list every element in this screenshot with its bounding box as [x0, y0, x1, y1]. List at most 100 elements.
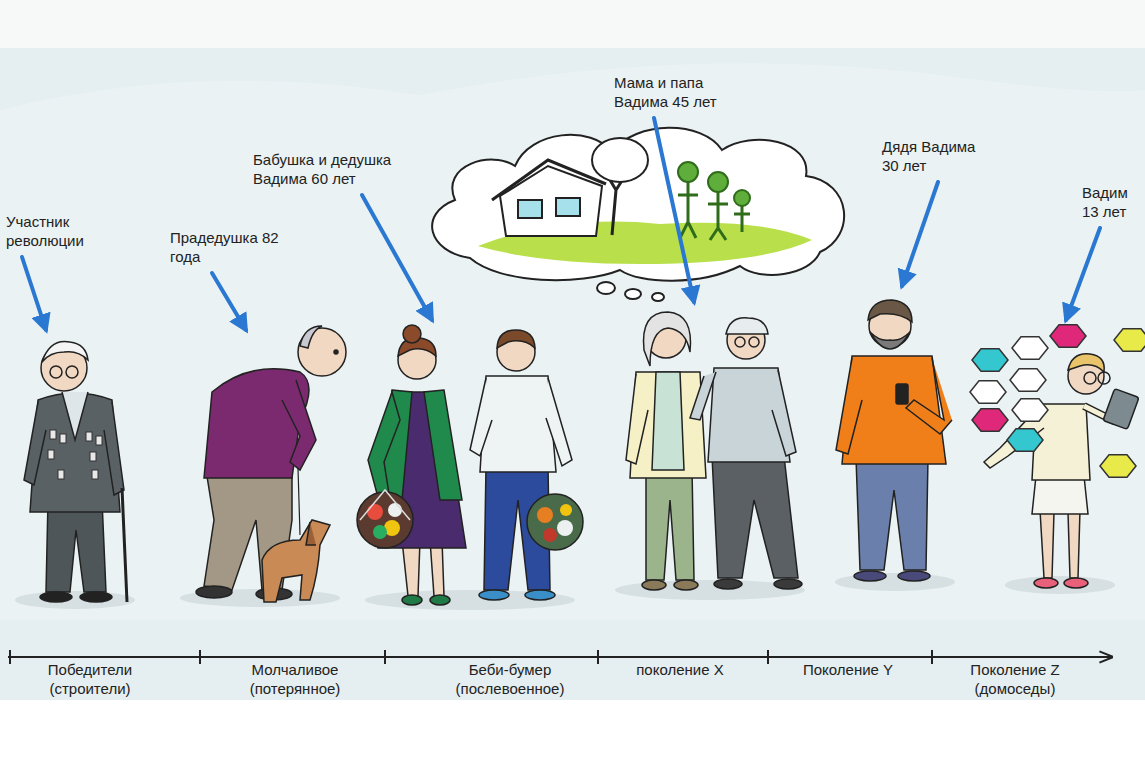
veteran-figure	[96, 436, 102, 445]
label-slot: Мама и папа Вадима 45 лет	[614, 73, 744, 111]
veteran-figure	[48, 450, 54, 459]
background	[0, 48, 1145, 700]
veteran-figure	[50, 430, 56, 439]
veteran-figure	[90, 452, 96, 461]
background	[0, 700, 1145, 763]
father-figure	[726, 318, 768, 334]
generation-name: Победители (строители)	[15, 660, 165, 698]
grandfather-figure	[497, 330, 535, 348]
callout-label: Бабушка и дедушка Вадима 60 лет	[253, 150, 438, 188]
boy-figure	[1084, 372, 1096, 384]
boy-figure	[1098, 372, 1110, 384]
hexagon	[1050, 325, 1086, 347]
uncle-figure	[896, 384, 908, 404]
grandmother-figure	[403, 325, 421, 343]
thought-cloud	[678, 182, 750, 240]
label-slot: Победители (строители)	[15, 660, 165, 698]
background	[0, 63, 1145, 620]
mother-figure	[626, 374, 648, 464]
great-grandfather-figure	[282, 380, 316, 470]
thought-cloud	[652, 293, 664, 301]
grandfather-figure	[557, 520, 573, 536]
great-grandfather-figure	[196, 326, 346, 602]
uncle-figure	[836, 358, 862, 454]
generation-name: Молчаливое (потерянное)	[220, 660, 370, 698]
veteran-figure	[40, 592, 72, 602]
father-figure	[690, 372, 716, 420]
mother-figure	[652, 372, 684, 470]
veteran-figure	[24, 402, 46, 485]
ground-shadow	[15, 573, 1115, 610]
grandfather-figure	[537, 507, 553, 523]
timeline	[597, 650, 599, 664]
label-slot: Поколение Z (домоседы)	[940, 660, 1090, 698]
pointer-arrows	[22, 118, 1100, 330]
hexagon	[1114, 329, 1145, 351]
ground-shadow	[15, 591, 135, 609]
grandmother-figure	[367, 503, 402, 539]
veteran-figure	[46, 500, 106, 592]
pointer-arrow	[654, 118, 694, 302]
great-grandfather-figure	[298, 468, 300, 535]
grandmother-figure	[368, 392, 400, 505]
grandmother-figure	[357, 325, 466, 605]
grandmother-figure	[360, 490, 410, 520]
ground-shadow	[1005, 576, 1115, 594]
grandmother-figure	[402, 595, 422, 605]
boy-figure	[1040, 510, 1080, 578]
boy-figure	[984, 354, 1139, 588]
grandmother-figure	[388, 503, 402, 517]
father-figure	[690, 318, 802, 589]
uncle-figure	[854, 571, 886, 581]
great-grandfather-figure	[262, 520, 330, 602]
grandmother-figure	[430, 595, 450, 605]
veteran-figure	[80, 592, 112, 602]
father-figure	[749, 337, 759, 347]
thought-cloud	[625, 289, 641, 299]
mother-figure	[626, 312, 706, 590]
uncle-figure	[836, 300, 952, 581]
grandfather-figure	[479, 590, 509, 600]
veteran-figure	[86, 432, 92, 441]
thought-cloud	[556, 198, 580, 216]
label-slot: Поколение Y	[773, 660, 923, 679]
grandmother-figure	[357, 492, 413, 548]
label-slot: Дядя Вадима 30 лет	[882, 137, 990, 175]
pointer-arrow	[362, 195, 432, 320]
grandfather-figure	[546, 378, 572, 466]
thought-cloud	[592, 138, 648, 182]
timeline	[199, 650, 201, 664]
grandfather-figure	[525, 590, 555, 600]
pointer-arrow	[902, 182, 938, 286]
veteran-figure	[24, 341, 127, 602]
grandfather-figure	[537, 504, 573, 542]
label-slot: Вадим 13 лет	[1082, 183, 1140, 221]
veteran-figure	[48, 430, 102, 479]
callout-label: Участник революции	[6, 212, 118, 250]
boy-figure	[1068, 354, 1104, 372]
thought-cloud	[597, 282, 615, 294]
timeline	[931, 650, 933, 664]
thought-cloud	[518, 200, 542, 218]
timeline	[8, 650, 1112, 664]
mother-figure	[646, 468, 694, 580]
veteran-figure	[122, 488, 127, 602]
background	[0, 0, 1145, 48]
hexagon-cluster	[970, 325, 1145, 477]
grandfather-figure	[470, 330, 583, 600]
thought-cloud	[492, 160, 606, 200]
veteran-figure	[104, 402, 124, 495]
timeline	[767, 650, 769, 664]
hexagon	[1012, 399, 1048, 421]
label-slot: Прадедушка 82 года	[170, 228, 298, 266]
thought-cloud	[432, 128, 844, 301]
grandmother-figure	[367, 504, 383, 520]
label-slot: Беби-бумер (послевоенное)	[435, 660, 585, 698]
label-slot: Участник революции	[6, 212, 118, 250]
uncle-figure	[870, 332, 910, 349]
hexagon	[1012, 337, 1048, 359]
mother-figure	[644, 312, 691, 366]
ground-shadow	[365, 590, 575, 610]
